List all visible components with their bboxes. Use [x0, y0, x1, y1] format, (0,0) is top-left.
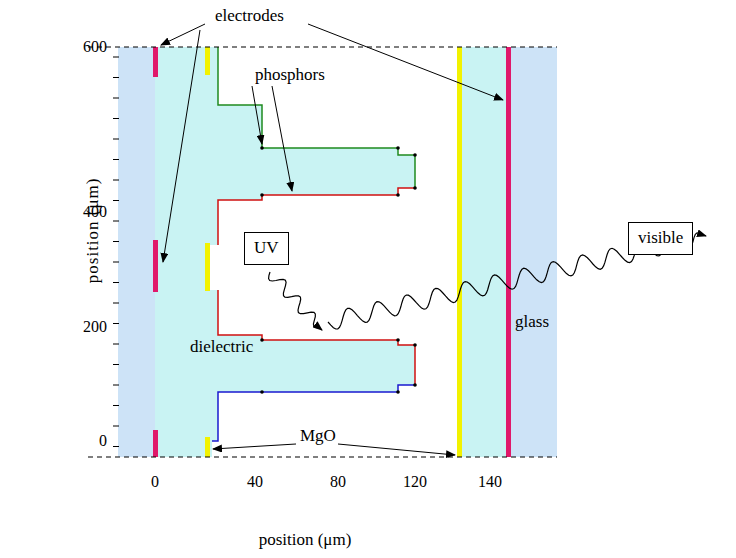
axis-tick-label: 600: [83, 38, 107, 56]
part-label: electrodes: [215, 7, 284, 26]
axis-tick-label: 140: [478, 473, 502, 491]
mgo-layer: [205, 437, 210, 457]
mgo-layer: [205, 243, 210, 291]
axis-title: position (μm): [259, 531, 352, 550]
mgo-layer: [457, 47, 462, 457]
label-box: visible: [628, 222, 693, 255]
electrode: [153, 47, 158, 77]
boundary-line: [88, 46, 557, 47]
axis-tick-label: 80: [330, 473, 346, 491]
leader-arrows: [161, 24, 503, 455]
box-text: visible: [638, 229, 683, 248]
label-box: UV: [244, 232, 289, 265]
discharge-cavity: [210, 47, 459, 457]
axis-tick-label: 40: [247, 473, 263, 491]
dielectric-region: [155, 47, 508, 457]
green-phosphor: [218, 47, 415, 188]
box-text: UV: [254, 239, 279, 258]
mgo-layer: [205, 47, 210, 75]
boundary-line: [88, 456, 557, 457]
axis-ticks: [113, 57, 119, 447]
axis-tick-label: 200: [83, 318, 107, 336]
axis-tick-label: 120: [403, 473, 427, 491]
part-label: MgO: [300, 427, 336, 446]
part-label: dielectric: [190, 338, 253, 357]
axis-title: position (μm): [83, 177, 102, 283]
electrode: [153, 430, 158, 457]
part-label: glass: [515, 313, 549, 332]
back-glass: [118, 47, 155, 457]
electrode: [153, 240, 158, 292]
axis-tick-label: 0: [151, 473, 159, 491]
uv-photon: [269, 272, 322, 330]
front-glass: [508, 47, 557, 457]
axis-tick-label: 0: [99, 432, 107, 450]
electrode: [506, 47, 511, 457]
part-label: phosphors: [255, 66, 325, 85]
